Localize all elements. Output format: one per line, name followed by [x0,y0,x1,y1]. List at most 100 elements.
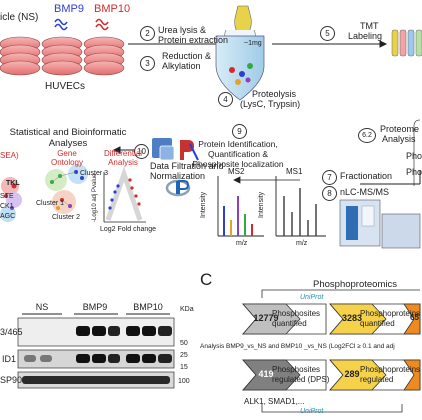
normalization-label: Normalization [150,171,206,181]
analysis-label: Analysis [382,134,416,144]
panel-c-label: C [200,270,213,289]
proteome-label: Proteome [380,124,420,134]
phosphoproteins-quantified-line1: Phosphoproteins [360,309,421,318]
step-6-2-badge: 6.2 [358,128,376,143]
marker-25-label: 25 [180,352,188,359]
step-8-badge: 8 [322,186,337,201]
uniprot-logo-bottom: UniProt [300,408,324,415]
chevron-phosphoproteins-quantified [329,303,421,335]
uniprot-logo-top: UniProt [300,294,324,301]
condition-bmp9-label: BMP9 [54,3,84,15]
kinase-agc-label: AGC [0,213,16,220]
ms2-spectrum [217,176,264,237]
cluster-3-label: Cluster 3 [80,170,109,177]
cluster-2-label: Cluster 2 [52,214,81,221]
phosphosites-regulated-count: 419 [258,369,274,379]
step-4-badge: 4 [218,92,233,107]
proteome-bracket [413,119,421,186]
reduction-label: Reduction & [162,51,212,61]
arrow-ms1-to-ms2 [233,176,300,184]
phosphosite-localization-label: Phosphosite localization [192,159,284,169]
western-blot [17,313,175,389]
r-language-icon [165,179,191,197]
analysis-red-label: Analysis [108,158,138,167]
phosphoproteins-regulated-line2: regulated [360,375,394,384]
phosphosites-quantified-count: 12779 [253,313,279,323]
regulated-genes-label: ALK1, SMAD1,... [244,397,305,406]
marker-15-label: 15 [180,364,188,371]
step-3-badge: 3 [140,56,155,71]
dish-stack-ns [0,36,41,76]
blot-row-1-label: 3/465 [0,327,23,337]
analysis-criteria-label: Analysis BMP9_vs_NS and BMP10 _vs_NS (Lo… [200,343,395,350]
stats-title-line2: Analyses [48,138,88,149]
ms2-ylabel: Intensity [200,191,207,218]
peptide-tube-icon [215,35,265,101]
phosphoproteins-quantified-line2: quantified [360,319,395,328]
protein-extraction-label: Protein extraction [158,35,229,45]
dish-stack-bmp10 [83,36,125,76]
ms1-spectrum [275,176,326,237]
phosphoproteomics-title: Phosphoproteomics [313,279,397,290]
data-filtration-label: Data Filtration and [150,161,224,171]
lane-bmp10-label: BMP10 [133,302,163,312]
protein-amount-label: ~1mg [244,40,262,47]
chevron-third-regulated [403,359,421,391]
chevron-third-quantified [403,303,421,335]
marker-50-label: 50 [180,340,188,347]
kinase-ck1-label: CK1 [0,203,14,210]
alkylation-label: Alkylation [162,61,201,71]
step-9-badge: 9 [232,124,247,139]
marker-100-label: 100 [178,378,190,385]
blot-row-hsp90-label: SP90 [0,375,23,385]
kinase-tkl-label: TKL [6,180,20,187]
lane-ns-label: NS [35,302,49,312]
bmp10-ligand-icon [95,18,109,31]
arrow-fractionation [360,170,421,185]
pho-label-2: Pho [406,167,422,177]
phosphosites-quantified-line1: Phosphosites [272,309,321,318]
step-10-badge: 10 [134,144,149,159]
gene-ontology-label-1: Gene [57,149,77,158]
ms1-xlabel: m/z [296,240,308,247]
phosphosites-regulated-line1: Phosphosites [272,365,321,374]
proteolysis-label: Proteolysis [252,89,297,99]
tmt-tubes-icon [391,29,422,57]
protein-identification-label: Protein Identification, [198,139,278,149]
phosphosites-regulated-line2: regulated (DPS) [272,375,330,384]
ms1-label: MS1 [286,167,303,176]
chevron-phosphosites-quantified [242,303,327,335]
chevron-phosphosites-regulated [242,359,327,391]
stats-title-line1: Statistical and Bioinformatic [9,127,127,138]
step-7-badge: 7 [322,170,337,185]
huvecs-label: HUVECs [45,81,86,92]
arrow-to-tmt [272,40,388,48]
cluster-1-label: Cluster 1 [36,200,65,207]
tmt-label: TMT [360,21,379,31]
sea-label: SEA) [0,151,19,160]
enzymes-label: (LysC, Trypsin) [240,99,301,109]
urea-lysis-label: Urea lysis & [158,25,207,35]
phosphoproteins-regulated-line1: Phosphoproteins [360,365,421,374]
pho-label-1: Pho [406,151,422,161]
bmp9-ligand-icon [54,18,68,31]
fractionation-label: Fractionation [340,171,393,181]
step-5-badge: 5 [320,26,335,41]
kda-label: KDa [180,306,194,313]
ms2-label: MS2 [228,167,245,176]
gene-ontology-label-2: Ontology [50,158,84,167]
step-2-badge: 2 [140,26,155,41]
volcano-xlabel: Log2 Fold change [100,226,157,233]
dish-stack-bmp9 [41,36,83,76]
quantification-label: Quantification & [207,149,268,159]
labeling-label: Labeling [348,31,383,41]
ms1-ylabel: Intensity [258,191,265,218]
phosphosites-quantified-line2: quantified [272,319,307,328]
maxquant-icon [152,138,175,161]
panel-c-bracket [261,289,420,413]
condition-bmp10-label: BMP10 [94,3,131,15]
volcano-ylabel: -Log10 adj Pvalue [92,173,98,222]
volcano-plot [103,166,146,223]
